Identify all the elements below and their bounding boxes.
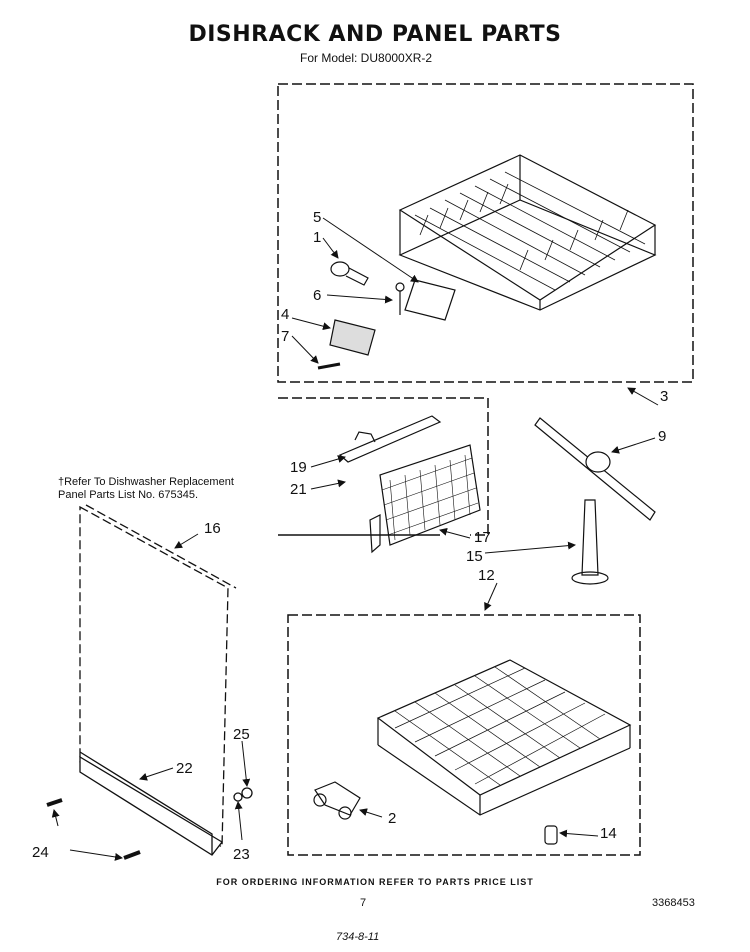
- callout-23: 23: [233, 846, 250, 863]
- lower-dishrack: [376, 659, 632, 816]
- ordering-info: FOR ORDERING INFORMATION REFER TO PARTS …: [216, 877, 534, 887]
- callout-4: 4: [281, 306, 289, 323]
- door-panel: [46, 504, 253, 860]
- note-line-1: †Refer To Dishwasher Replacement: [58, 476, 234, 488]
- spray-arm: [534, 417, 656, 585]
- callout-25: 25: [233, 726, 250, 743]
- callout-2: 2: [388, 810, 396, 827]
- upper-rack-box: [277, 83, 694, 383]
- callout-5: 5: [313, 209, 321, 226]
- callout-9: 9: [658, 428, 666, 445]
- note-line-2: Panel Parts List No. 675345.: [58, 489, 199, 501]
- callout-7: 7: [281, 328, 289, 345]
- lower-hardware: [313, 781, 558, 845]
- model-subtitle: For Model: DU8000XR-2: [300, 51, 433, 65]
- callout-17: 17: [474, 529, 491, 546]
- callout-19: 19: [290, 459, 307, 476]
- panel-parts: [338, 415, 481, 554]
- page-title: DISHRACK AND PANEL PARTS: [188, 22, 562, 47]
- callout-15: 15: [466, 548, 483, 565]
- callout-21: 21: [290, 481, 307, 498]
- page-number: 7: [360, 897, 367, 909]
- callout-1: 1: [313, 229, 321, 246]
- lower-rack-box: [287, 614, 641, 856]
- replacement-note: †Refer To Dishwasher Replacement Panel P…: [58, 476, 234, 502]
- callout-12: 12: [478, 567, 495, 584]
- callout-3: 3: [660, 388, 668, 405]
- panel-box: [278, 397, 489, 536]
- document-number: 3368453: [652, 897, 695, 909]
- callout-14: 14: [600, 825, 617, 842]
- callout-24: 24: [32, 844, 49, 861]
- upper-dishrack: [398, 154, 657, 311]
- callout-22: 22: [176, 760, 193, 777]
- callout-16: 16: [204, 520, 221, 537]
- upper-hardware: [317, 261, 456, 370]
- handwritten-code: 734-8-11: [336, 931, 380, 943]
- callout-6: 6: [313, 287, 321, 304]
